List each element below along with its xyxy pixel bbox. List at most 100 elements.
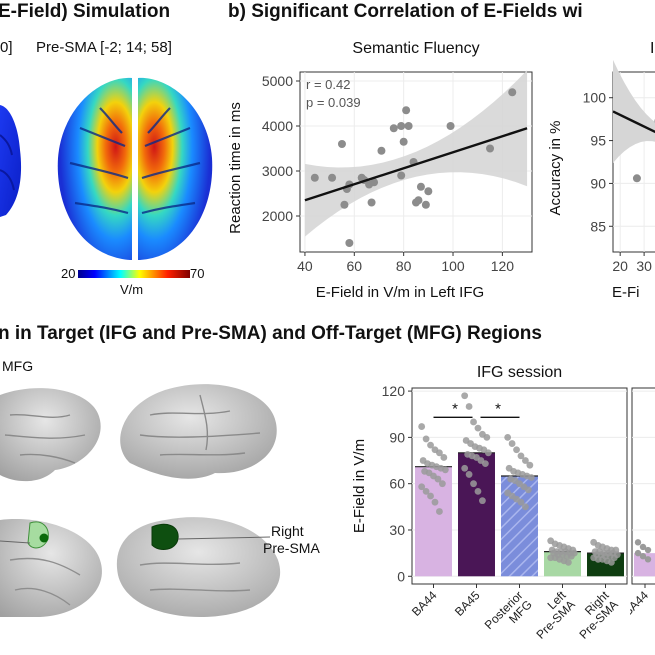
bar1-point (470, 480, 477, 488)
scatter1-point (389, 124, 398, 133)
presma-brain-efield-map (57, 77, 213, 261)
bar1-point (427, 441, 434, 449)
scatter1-point (399, 137, 408, 146)
bar1-title: IFG session (477, 364, 562, 381)
scatter1-xlabel: E-Field in V/m in Left IFG (316, 284, 484, 301)
bar1-xtick-label: PosteriorMFG (482, 588, 535, 641)
scatter1-point (414, 196, 423, 205)
bar1-point (465, 471, 473, 478)
scatter1-xtick-label: 120 (491, 258, 515, 274)
panel-b-header: b) Significant Correlation of E-Fields w… (228, 1, 583, 22)
bar2-point (634, 549, 642, 557)
scatter2-point (632, 174, 641, 183)
left-presma-target-dot (39, 533, 49, 543)
bar1-point (481, 460, 489, 468)
scatter1-point (340, 200, 349, 209)
bar1-point (513, 446, 520, 454)
bar1-xtick-label: BA44 (409, 588, 440, 619)
scatter1-point (397, 122, 406, 130)
bar1-ytick-label: 90 (389, 429, 405, 445)
bar1-point (418, 483, 426, 491)
scatter2-xtick-label: 30 (636, 258, 652, 274)
bar2-point (644, 546, 652, 554)
bar1-xtick-label: LeftPre-SMA (524, 588, 578, 642)
scatter2-title-fragment: I (650, 40, 654, 57)
bar1-point (522, 457, 529, 464)
bar2-point (644, 556, 652, 563)
right-presma-label-line1: Right (271, 523, 304, 539)
bar1-sig-mark: * (452, 400, 458, 417)
bar1-point (527, 474, 535, 481)
bar1-point (461, 464, 469, 472)
bar1-point (479, 497, 486, 505)
bar1-bar (458, 452, 495, 577)
bar2-point (639, 543, 647, 551)
scatter1-point (345, 239, 354, 247)
bar1-point (461, 392, 469, 400)
colorbar (78, 270, 190, 278)
bar1-ytick-label: 30 (389, 522, 405, 538)
left-coordinate-fragment: 0] (0, 39, 13, 56)
scatter1-xtick-label: 60 (347, 258, 363, 274)
scatter2-fit-line (612, 110, 655, 134)
scatter1-point (370, 178, 379, 187)
bar1-point (436, 449, 443, 457)
scatter1-point (397, 171, 406, 180)
scatter1-point (377, 146, 386, 155)
bar1-point (508, 440, 516, 447)
scatter1-ytick-label: 3000 (262, 163, 293, 179)
bar1-point (441, 466, 449, 474)
scatter1-point (416, 182, 425, 191)
scatter1-point (404, 122, 413, 130)
colorbar-min-label: 20 (61, 266, 76, 281)
bar1-point (526, 461, 534, 469)
bar1-xtick-label: RightPre-SMA (567, 588, 621, 642)
bar2-point (634, 539, 642, 546)
scatter1-point (337, 140, 346, 148)
scatter1-point (402, 106, 411, 115)
second-session-bar-chart: BA44 (630, 387, 655, 619)
bar1-ytick-label: 0 (397, 568, 405, 584)
bar1-point (470, 418, 477, 426)
presma-coordinate-label: Pre-SMA [-2; 14; 58] (36, 39, 172, 56)
bar1-point (517, 498, 525, 506)
bar1-point (608, 558, 615, 566)
bar1-bar (415, 466, 452, 577)
scatter1-point (508, 88, 517, 97)
scatter2-ytick-label: 90 (590, 175, 606, 191)
bar1-point (431, 498, 439, 506)
colorbar-max-label: 70 (190, 266, 205, 281)
bar1-point (438, 480, 446, 488)
bar1-point (483, 433, 491, 441)
bar1-ylabel: E-Field in V/m (351, 439, 368, 533)
right-presma-label-line2: Pre-SMA (263, 540, 320, 556)
bar1-point (418, 423, 426, 430)
bar2-xtick-label: BA44 (630, 588, 651, 619)
medial-brain-views (0, 517, 281, 617)
bar1-point (440, 454, 448, 461)
scatter1-point (424, 187, 433, 196)
bar1-point (522, 503, 529, 511)
scatter1-point (486, 144, 495, 153)
bar1-point (474, 488, 482, 495)
scatter2-xlabel: E-Fi (612, 284, 640, 301)
bar1-sig-mark: * (495, 400, 501, 417)
scatter2-ytick-label: 100 (583, 90, 607, 106)
bar1-point (427, 492, 434, 500)
scatter1-r-annotation: r = 0.42 (306, 77, 350, 92)
bar1-point (434, 475, 442, 483)
scatter1-point (328, 173, 337, 182)
scatter1-ytick-label: 4000 (262, 118, 293, 134)
scatter1-point (446, 122, 455, 130)
scatter1-ytick-label: 2000 (262, 208, 293, 224)
bar1-point (504, 433, 512, 441)
bar1-xtick-label-line: BA44 (409, 588, 440, 619)
bar1-point (465, 403, 473, 410)
bar1-point (567, 552, 575, 560)
bar1-point (422, 488, 430, 495)
bar1-point (565, 558, 572, 566)
bar1-point (484, 449, 492, 457)
bar1-point (422, 435, 430, 443)
panel-a-header: E-Field) Simulation (0, 1, 171, 22)
